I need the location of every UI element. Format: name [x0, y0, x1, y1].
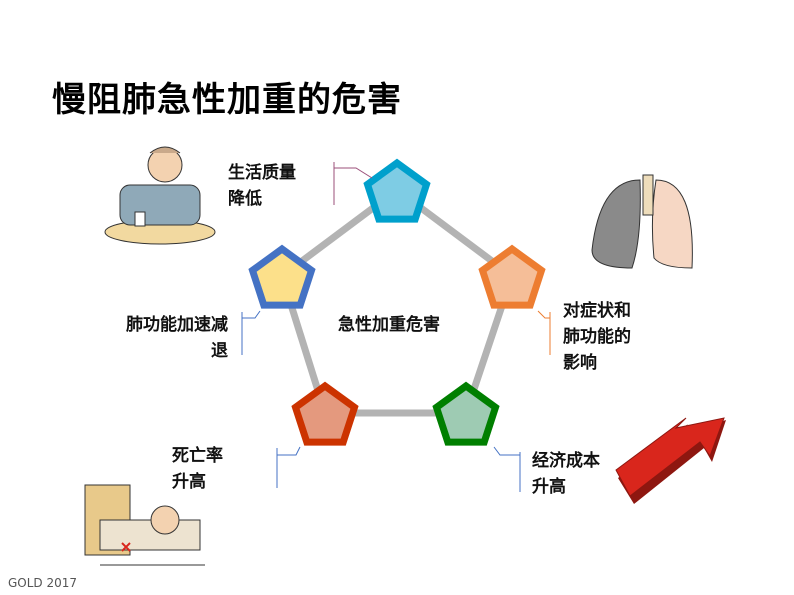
connector-ring [278, 187, 516, 417]
leader-line-economic-cost [493, 446, 521, 492]
pentagon-symptoms-lung-function [478, 244, 546, 309]
label-quality-of-life: 生活质量 降低 [228, 160, 296, 212]
label-lung-function-decline: 肺功能加速减 退 [108, 312, 228, 364]
pentagon-lung-function-decline [248, 244, 316, 309]
pentagon-quality-of-life [363, 158, 431, 223]
leader-line-mortality [276, 446, 301, 488]
lungs-illustration [591, 174, 693, 269]
label-line: 降低 [228, 189, 262, 209]
label-line: 影响 [563, 353, 597, 373]
label-line: 升高 [532, 477, 566, 497]
label-line: 经济成本 [532, 451, 600, 471]
pentagon-mortality [291, 381, 359, 446]
label-line: 死亡率 [172, 446, 223, 466]
leader-line-symptoms-lung-function [537, 310, 551, 355]
leader-line-quality-of-life [333, 162, 373, 205]
label-symptoms-lung-function: 对症状和 肺功能的 影响 [563, 298, 631, 376]
leader-line-lung-function-decline [241, 310, 261, 355]
footer-source: GOLD 2017 [8, 576, 78, 590]
label-line: 对症状和 [563, 301, 631, 321]
label-line: 升高 [172, 472, 206, 492]
label-line: 生活质量 [228, 163, 296, 183]
sick-man-illustration [104, 146, 216, 245]
center-label: 急性加重危害 [338, 315, 440, 335]
red-arrow-illustration [615, 417, 726, 504]
label-economic-cost: 经济成本 升高 [532, 448, 600, 500]
label-line: 肺功能加速减 [126, 315, 228, 335]
hospital-bed-illustration [84, 484, 205, 566]
label-line: 退 [211, 341, 228, 361]
pentagon-economic-cost [432, 381, 500, 446]
slide-title: 慢阻肺急性加重的危害 [52, 80, 402, 120]
label-mortality: 死亡率 升高 [172, 443, 223, 495]
label-line: 肺功能的 [563, 327, 631, 347]
